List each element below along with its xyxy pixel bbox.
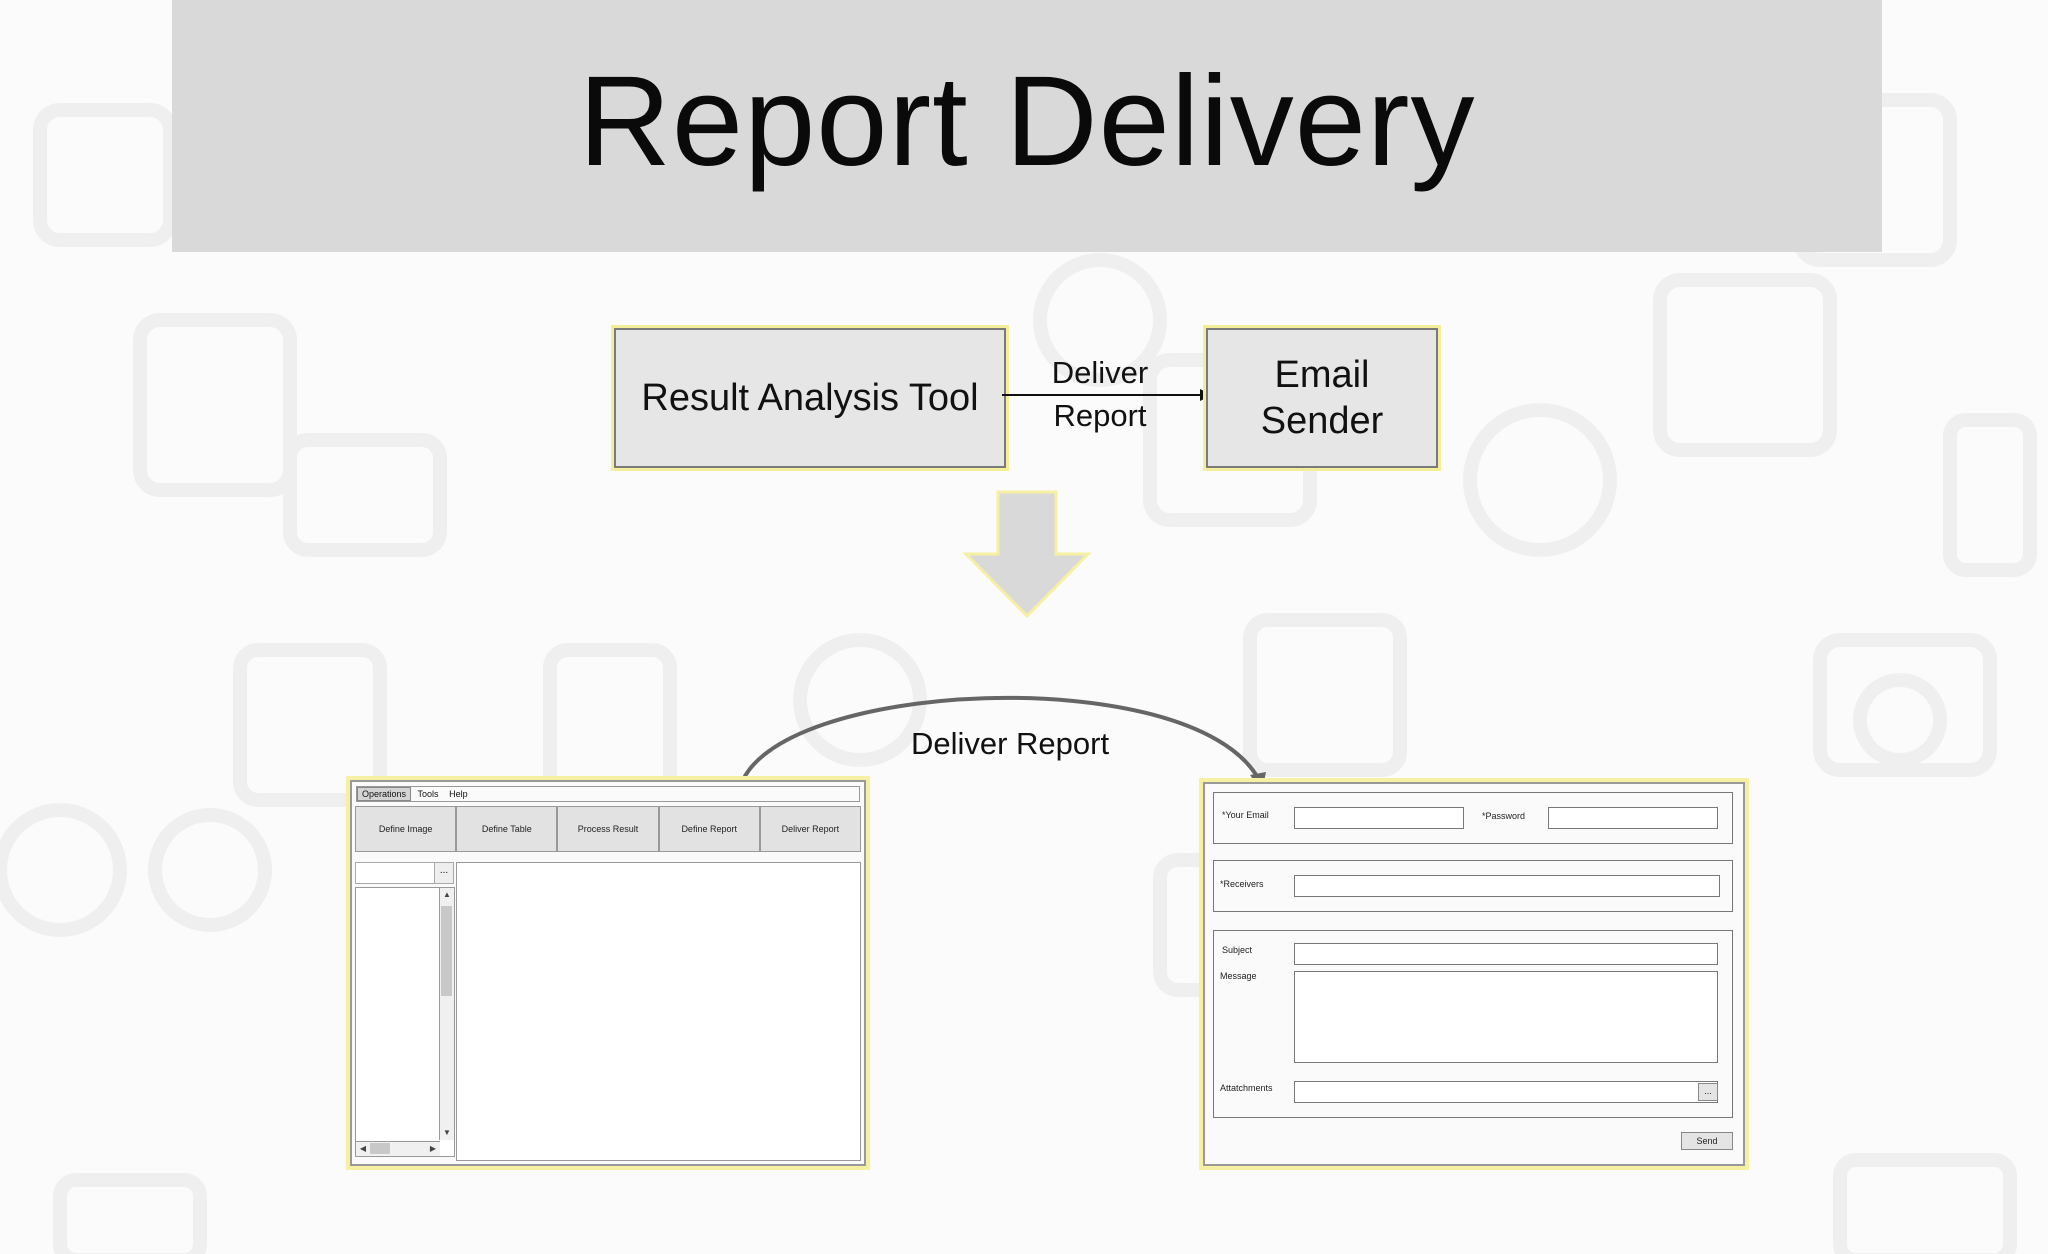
define-table-button[interactable]: Define Table (456, 806, 558, 852)
down-arrow (962, 490, 1092, 619)
receivers-panel: *Receivers (1213, 860, 1733, 912)
item-list[interactable]: ▲ ▼ ◀ ▶ (355, 887, 455, 1157)
attach-browse-button[interactable]: ... (1698, 1083, 1718, 1101)
curve-label: Deliver Report (910, 726, 1110, 761)
deliver-report-button[interactable]: Deliver Report (759, 806, 862, 852)
title-band: Report Delivery (172, 0, 1882, 252)
scroll-right-icon[interactable]: ▶ (429, 1144, 437, 1153)
credentials-panel: *Your Email *Password (1213, 792, 1733, 844)
password-label: *Password (1482, 811, 1526, 821)
process-result-button[interactable]: Process Result (557, 806, 659, 852)
menu-operations[interactable]: Operations (357, 787, 412, 801)
analysis-tool-window: Operations Tools Help Define Image Defin… (350, 780, 866, 1166)
define-image-button[interactable]: Define Image (355, 806, 457, 852)
define-report-button[interactable]: Define Report (658, 806, 760, 852)
horizontal-scroll-thumb[interactable] (370, 1143, 390, 1154)
attachments-input[interactable] (1294, 1081, 1718, 1103)
email-label: *Your Email (1222, 810, 1269, 820)
message-textarea[interactable] (1294, 971, 1718, 1063)
selector-combo[interactable] (355, 862, 435, 884)
result-analysis-tool-label: Result Analysis Tool (641, 376, 979, 419)
list-vertical-scrollbar[interactable]: ▲ ▼ (439, 888, 454, 1140)
menu-help[interactable]: Help (449, 789, 468, 799)
send-button[interactable]: Send (1681, 1132, 1733, 1150)
scroll-down-icon[interactable]: ▼ (443, 1128, 451, 1137)
receivers-input[interactable] (1294, 875, 1720, 897)
scroll-left-icon[interactable]: ◀ (359, 1144, 367, 1153)
message-panel: Subject Message Attatchments ... (1213, 930, 1733, 1118)
list-horizontal-scrollbar[interactable]: ◀ ▶ (356, 1141, 440, 1156)
arrow-label-line1: Deliver (1051, 355, 1149, 390)
slide-title: Report Delivery (578, 50, 1476, 193)
result-analysis-tool-box: Result Analysis Tool (614, 328, 1006, 468)
subject-input[interactable] (1294, 943, 1718, 965)
receivers-label: *Receivers (1220, 879, 1264, 889)
toolbar: Define Image Define Table Process Result… (355, 806, 862, 852)
attachments-label: Attatchments (1220, 1083, 1273, 1093)
email-sender-window: *Your Email *Password *Receivers Subject… (1203, 782, 1745, 1166)
email-sender-box: Email Sender (1206, 328, 1438, 468)
message-label: Message (1220, 971, 1257, 981)
subject-label: Subject (1222, 945, 1253, 955)
report-view-panel (456, 862, 861, 1161)
email-sender-label-line2: Sender (1260, 400, 1384, 442)
scroll-thumb[interactable] (441, 906, 452, 996)
menu-bar: Operations Tools Help (356, 786, 860, 802)
password-input[interactable] (1548, 807, 1718, 829)
email-sender-label-line1: Email (1274, 354, 1370, 396)
arrow-label-line2: Report (1053, 398, 1147, 433)
scroll-up-icon[interactable]: ▲ (443, 890, 451, 899)
menu-tools[interactable]: Tools (417, 789, 439, 799)
email-input[interactable] (1294, 807, 1464, 829)
selector-browse-button[interactable]: ... (434, 862, 454, 884)
